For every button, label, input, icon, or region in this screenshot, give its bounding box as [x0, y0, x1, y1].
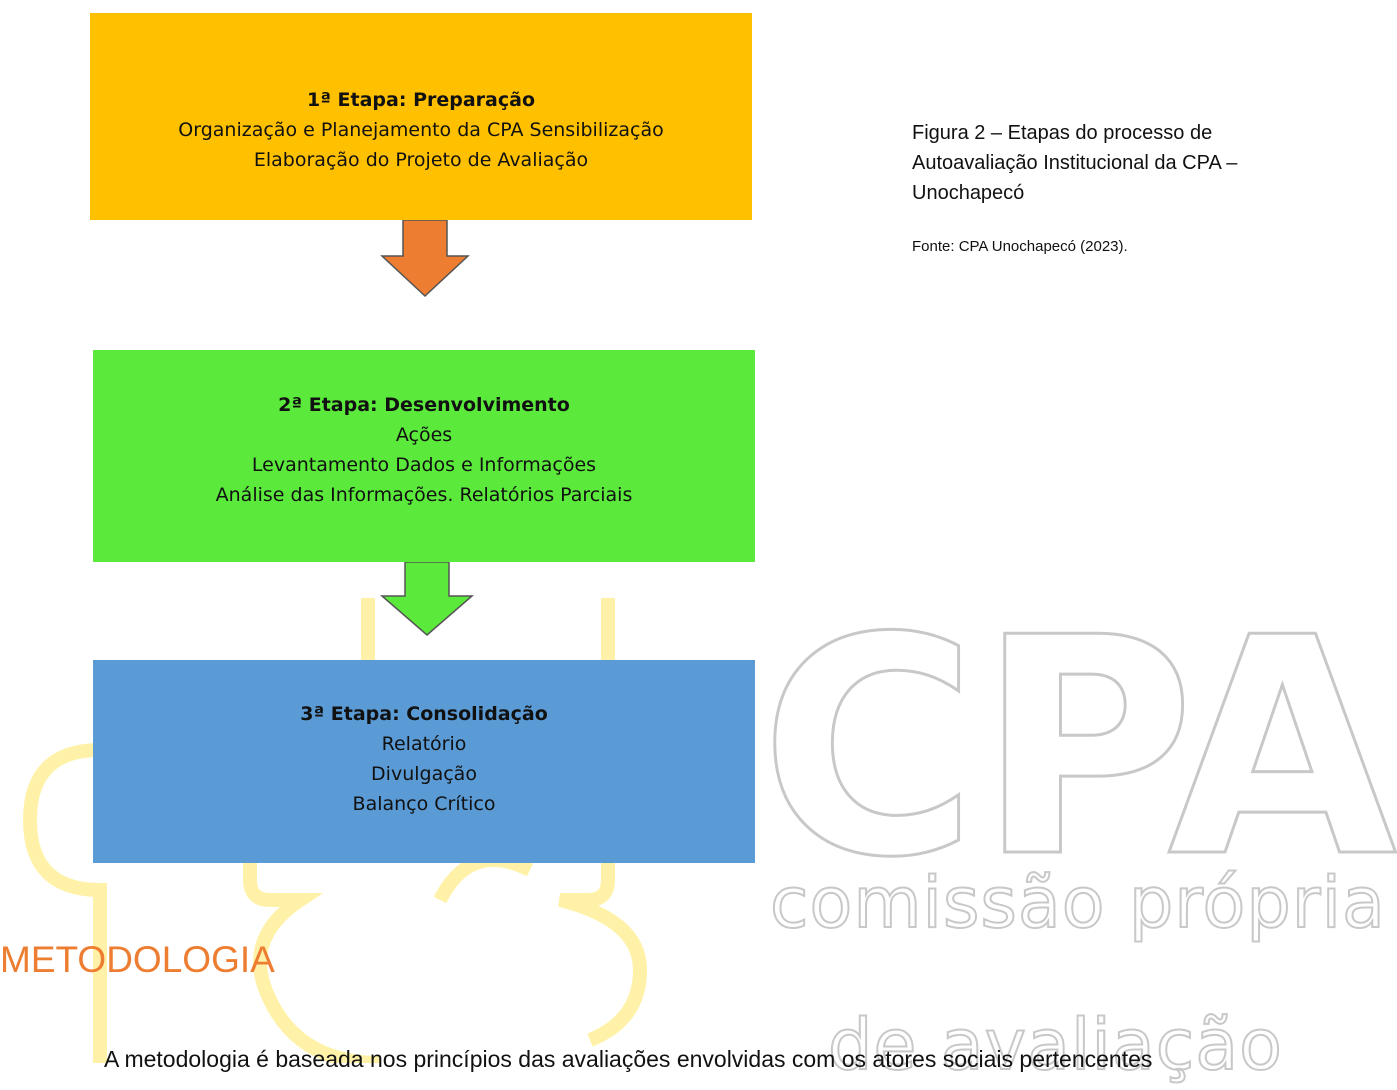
stage-3-box: 3ª Etapa: Consolidação Relatório Divulga…	[93, 660, 755, 863]
section-heading: METODOLOGIA	[0, 939, 275, 980]
stage-3-line-1: Relatório	[381, 733, 467, 755]
stage-1-box: 1ª Etapa: Preparação Organização e Plane…	[90, 13, 752, 220]
stage-2-title: 2ª Etapa: Desenvolvimento	[278, 394, 570, 416]
figure-source: Fonte: CPA Unochapecó (2023).	[912, 238, 1128, 255]
stage-1-line-2: Elaboração do Projeto de Avaliação	[253, 149, 589, 171]
watermark-logo-text: CPA	[760, 600, 1397, 860]
down-arrow-icon	[380, 220, 470, 298]
stage-3-line-3: Balanço Crítico	[352, 793, 496, 815]
stage-1-line-1: Organização e Planejamento da CPA Sensib…	[178, 119, 664, 141]
figure-caption: Figura 2 – Etapas do processo de Autoava…	[912, 122, 1238, 204]
watermark-line-1: comissão própria	[769, 861, 1386, 945]
stage-2-line-2: Levantamento Dados e Informações	[251, 454, 597, 476]
stage-3-line-2: Divulgação	[371, 763, 477, 785]
stage-1-title: 1ª Etapa: Preparação	[307, 89, 535, 111]
watermark-cpa-logo: CPA	[760, 600, 1397, 860]
stage-2-box: 2ª Etapa: Desenvolvimento Ações Levantam…	[93, 350, 755, 562]
stage-3-title: 3ª Etapa: Consolidação	[300, 703, 548, 725]
stage-2-line-1: Ações	[395, 424, 453, 446]
stage-2-line-3: Análise das Informações. Relatórios Parc…	[215, 484, 633, 506]
down-arrow-icon	[380, 562, 474, 636]
body-paragraph: A metodologia é baseada nos princípios d…	[104, 1046, 1153, 1072]
